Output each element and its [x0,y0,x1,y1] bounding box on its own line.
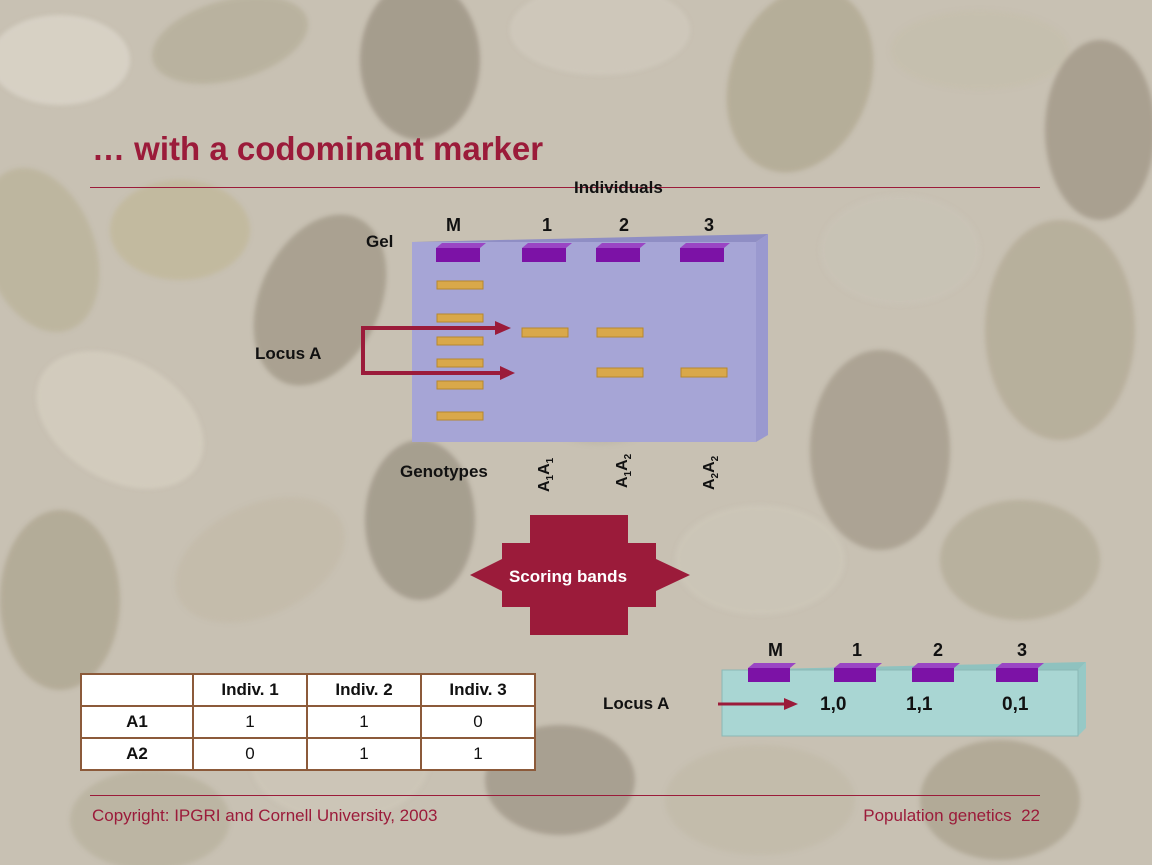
footer-divider [90,795,1040,796]
scored-lane-1-label: 1 [852,640,863,660]
scored-locus-a-label: Locus A [603,694,670,713]
footer-slide-number: Population genetics 22 [863,806,1040,825]
well-2 [596,248,640,262]
table-header-indiv3: Indiv. 3 [420,673,536,707]
gel-lane-1-label: 1 [542,215,553,235]
scored-well-3 [996,668,1038,682]
genotype-ind1: A1A1 [536,457,557,492]
scored-lane-m-label: M [768,640,783,660]
genotype-ind2: A1A2 [614,453,635,488]
table-header-indiv1: Indiv. 1 [192,673,308,707]
scoring-bands-label: Scoring bands [508,567,628,586]
genotypes-label: Genotypes [400,462,488,481]
table-header-row: Indiv. 1 Indiv. 2 Indiv. 3 [80,673,536,707]
gel-diagram [412,234,768,442]
scoring-table: Indiv. 1 Indiv. 2 Indiv. 3 A1 1 1 0 A2 0… [80,673,536,771]
scored-lane-3-label: 3 [1017,640,1028,660]
gel-lane-2-label: 2 [619,215,630,235]
gel-label: Gel [366,232,394,251]
table-corner [80,673,194,707]
scored-well-1 [834,668,876,682]
table-cell: 1 [306,737,422,771]
well-m [436,248,480,262]
table-row: A1 1 1 0 [80,705,536,739]
scored-gel-diagram [718,662,1086,737]
row-label-a2: A2 [80,737,194,771]
title-divider [90,187,1040,188]
scored-well-2 [912,668,954,682]
table-cell: 1 [420,737,536,771]
table-cell: 0 [192,737,308,771]
score-indiv1: 1,0 [820,694,847,715]
score-indiv2: 1,1 [906,694,933,715]
gel-lane-3-label: 3 [704,215,715,235]
sample-bands [521,327,728,378]
table-cell: 1 [192,705,308,739]
genotype-ind3: A2A2 [701,455,722,490]
scored-well-m [748,668,790,682]
table-cell: 0 [420,705,536,739]
table-cell: 1 [306,705,422,739]
well-3 [680,248,724,262]
scoring-double-arrow [470,515,690,635]
row-label-a1: A1 [80,705,194,739]
well-1 [522,248,566,262]
slide-title: … with a codominant marker [92,130,544,167]
locus-a-label: Locus A [255,344,322,363]
score-indiv3: 0,1 [1002,694,1029,715]
footer-copyright: Copyright: IPGRI and Cornell University,… [92,806,438,825]
band-ind2-a2 [596,367,644,378]
band-ind1-a1 [521,327,569,338]
gel-lane-m-label: M [446,215,461,235]
table-header-indiv2: Indiv. 2 [306,673,422,707]
band-ind2-a1 [596,327,644,338]
band-ind3-a2 [680,367,728,378]
scored-lane-2-label: 2 [933,640,944,660]
marker-ladder [436,280,484,421]
gel-wells [436,243,730,262]
locus-arrows [361,321,515,380]
table-row: A2 0 1 1 [80,737,536,771]
individuals-label: Individuals [574,178,663,197]
